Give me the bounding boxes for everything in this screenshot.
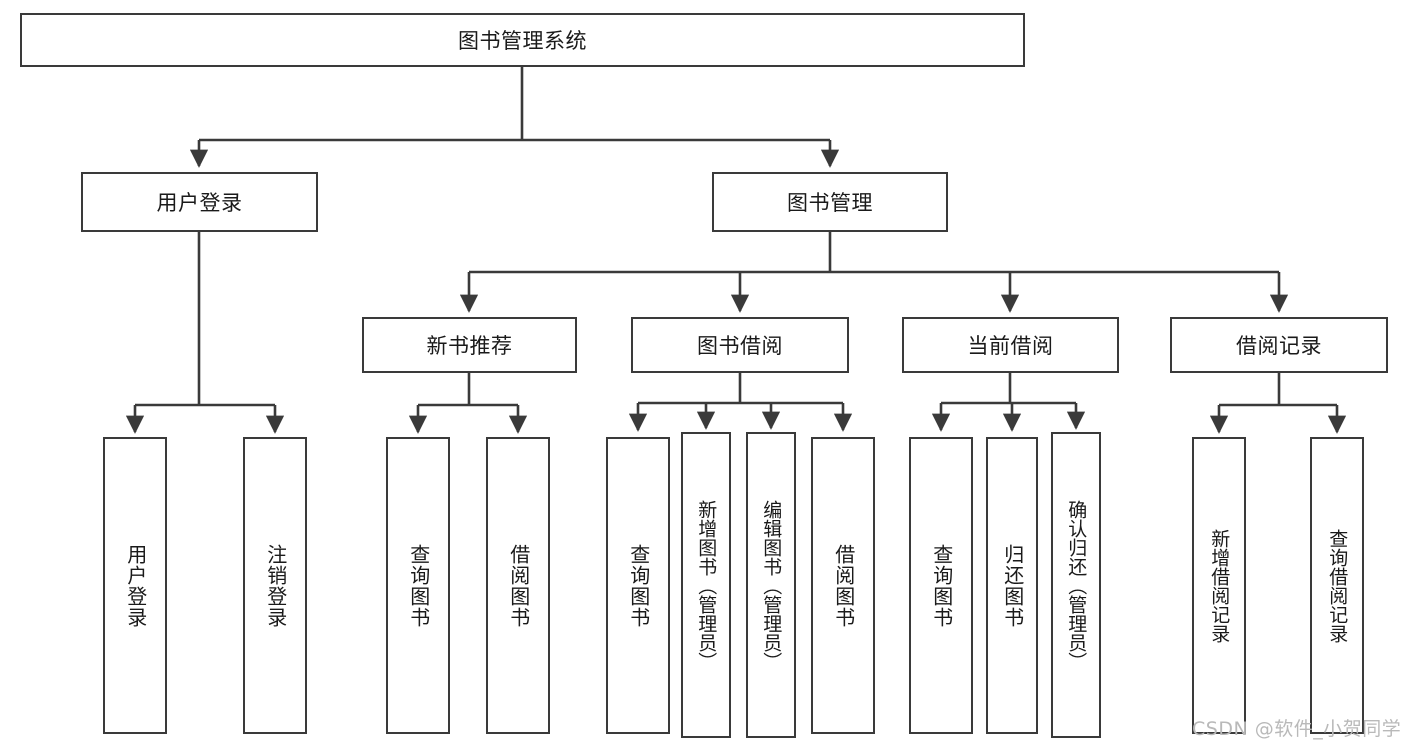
node-leaf-return-book[interactable]: 归还图书 [986,437,1038,734]
node-leaf-add-book-admin[interactable]: 新增图书（管理员） [681,432,731,738]
node-new-book-rec-label: 新书推荐 [426,334,513,358]
node-leaf-edit-book-admin[interactable]: 编辑图书（管理员） [746,432,796,738]
node-book-manage-label: 图书管理 [787,191,873,215]
node-leaf-confirm-return-admin-label: 确认归还（管理员） [1065,499,1088,671]
node-leaf-query-book-rec-label: 查询图书 [406,543,431,628]
node-user-login-label: 用户登录 [156,191,243,215]
node-leaf-user-login-label: 用户登录 [123,543,148,628]
node-leaf-return-book-label: 归还图书 [1000,543,1025,628]
node-book-manage[interactable]: 图书管理 [712,172,948,232]
node-leaf-query-book-cur[interactable]: 查询图书 [909,437,973,734]
node-leaf-add-record-label: 新增借阅记录 [1208,528,1231,643]
node-leaf-query-book-cur-label: 查询图书 [929,543,954,628]
node-leaf-user-login[interactable]: 用户登录 [103,437,167,734]
node-borrow-record-label: 借阅记录 [1236,334,1322,358]
node-leaf-borrow-book[interactable]: 借阅图书 [811,437,875,734]
node-current-borrow-label: 当前借阅 [967,334,1054,358]
node-leaf-logout[interactable]: 注销登录 [243,437,307,734]
node-leaf-query-book-rec[interactable]: 查询图书 [386,437,450,734]
node-leaf-add-record[interactable]: 新增借阅记录 [1192,437,1246,734]
node-leaf-query-record[interactable]: 查询借阅记录 [1310,437,1364,734]
node-book-borrow[interactable]: 图书借阅 [631,317,849,373]
node-leaf-query-book-borrow[interactable]: 查询图书 [606,437,670,734]
node-leaf-confirm-return-admin[interactable]: 确认归还（管理员） [1051,432,1101,738]
node-leaf-query-record-label: 查询借阅记录 [1326,528,1349,643]
node-current-borrow[interactable]: 当前借阅 [902,317,1119,373]
node-leaf-add-book-admin-label: 新增图书（管理员） [695,499,718,671]
node-new-book-rec[interactable]: 新书推荐 [362,317,577,373]
node-leaf-borrow-book-rec-label: 借阅图书 [506,543,531,628]
watermark-text: CSDN @软件_小贺同学 [1192,718,1402,740]
node-leaf-logout-label: 注销登录 [263,543,288,628]
node-borrow-record[interactable]: 借阅记录 [1170,317,1388,373]
node-user-login[interactable]: 用户登录 [81,172,318,232]
node-book-borrow-label: 图书借阅 [697,334,783,358]
node-root-label: 图书管理系统 [458,29,587,53]
node-leaf-query-book-borrow-label: 查询图书 [626,543,651,628]
node-leaf-edit-book-admin-label: 编辑图书（管理员） [760,499,783,671]
node-leaf-borrow-book-label: 借阅图书 [831,543,856,628]
node-root[interactable]: 图书管理系统 [20,13,1025,67]
node-leaf-borrow-book-rec[interactable]: 借阅图书 [486,437,550,734]
